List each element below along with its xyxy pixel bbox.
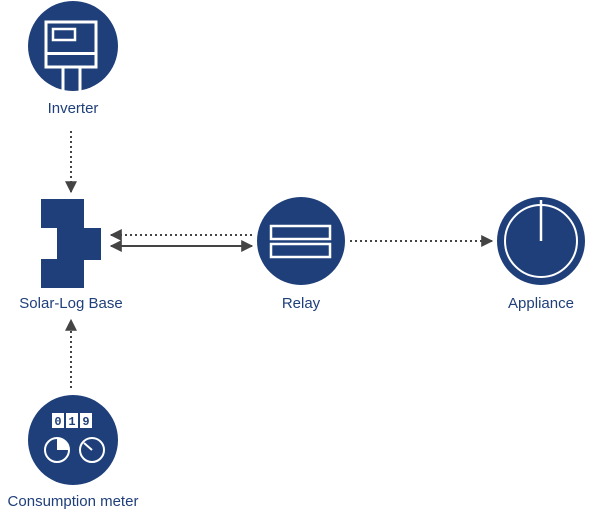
inverter-node <box>28 1 118 92</box>
solar-log-base-icon <box>41 199 101 288</box>
appliance-dial-icon <box>504 200 578 278</box>
relay-label: Relay <box>281 295 321 312</box>
consumption-meter-node: 0 1 9 <box>28 395 118 485</box>
relay-icon <box>269 224 332 259</box>
meter-digit: 0 <box>54 415 61 429</box>
consumption-meter-label: Consumption meter <box>7 493 139 510</box>
inverter-label: Inverter <box>47 100 99 117</box>
relay-node <box>257 197 345 285</box>
pie-gauge-icon <box>44 437 70 463</box>
meter-counter: 0 1 9 <box>52 413 92 429</box>
inverter-icon <box>44 20 98 92</box>
solar-log-base-label: Solar-Log Base <box>19 295 123 312</box>
meter-digit: 1 <box>68 415 75 429</box>
appliance-label: Appliance <box>508 295 574 312</box>
appliance-node <box>497 197 585 285</box>
meter-digit: 9 <box>82 415 89 429</box>
dial-gauge-icon <box>79 437 105 463</box>
solar-log-base-node <box>41 199 101 288</box>
